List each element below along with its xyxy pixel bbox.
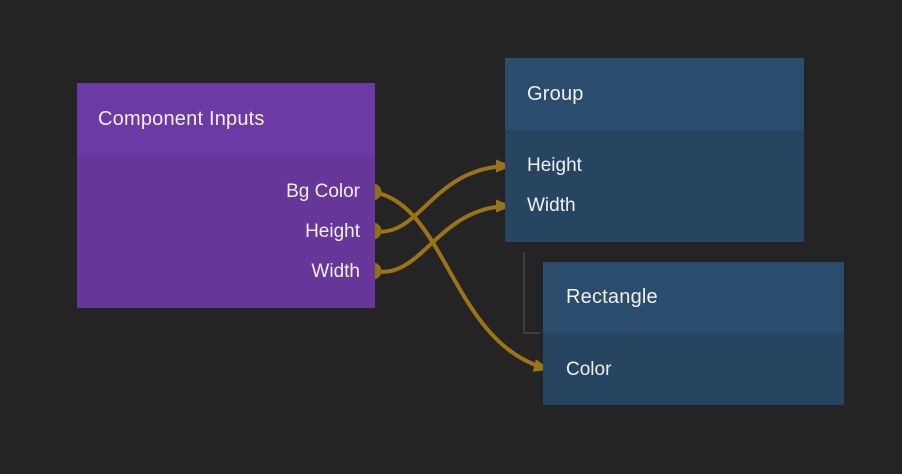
node-group[interactable]: Group Height Width [505,58,804,242]
node-rectangle-header[interactable]: Rectangle [543,262,844,333]
input-row-height[interactable]: Height [527,155,582,176]
node-component-inputs-body: Bg Color Height Width [77,155,375,292]
node-rectangle[interactable]: Rectangle Color [543,262,844,405]
input-row-color[interactable]: Color [566,359,612,380]
wire-bgcolor-to-rectangle-color[interactable] [371,190,550,372]
node-component-inputs-header[interactable]: Component Inputs [77,83,375,155]
wire-width-to-group-width[interactable] [371,199,512,274]
node-group-body: Height Width [505,130,804,226]
node-title: Component Inputs [98,107,265,130]
node-rectangle-body: Color [543,333,844,390]
node-component-inputs[interactable]: Component Inputs Bg Color Height Width [77,83,375,308]
output-row-height[interactable]: Height [305,221,360,242]
hierarchy-line-group-rectangle [523,252,540,334]
node-title: Group [527,82,584,105]
node-title: Rectangle [566,286,658,308]
wire-height-to-group-height[interactable] [371,159,512,234]
output-row-bg-color[interactable]: Bg Color [286,181,360,202]
node-group-header[interactable]: Group [505,58,804,130]
output-row-width[interactable]: Width [311,261,360,282]
input-row-width[interactable]: Width [527,195,576,216]
